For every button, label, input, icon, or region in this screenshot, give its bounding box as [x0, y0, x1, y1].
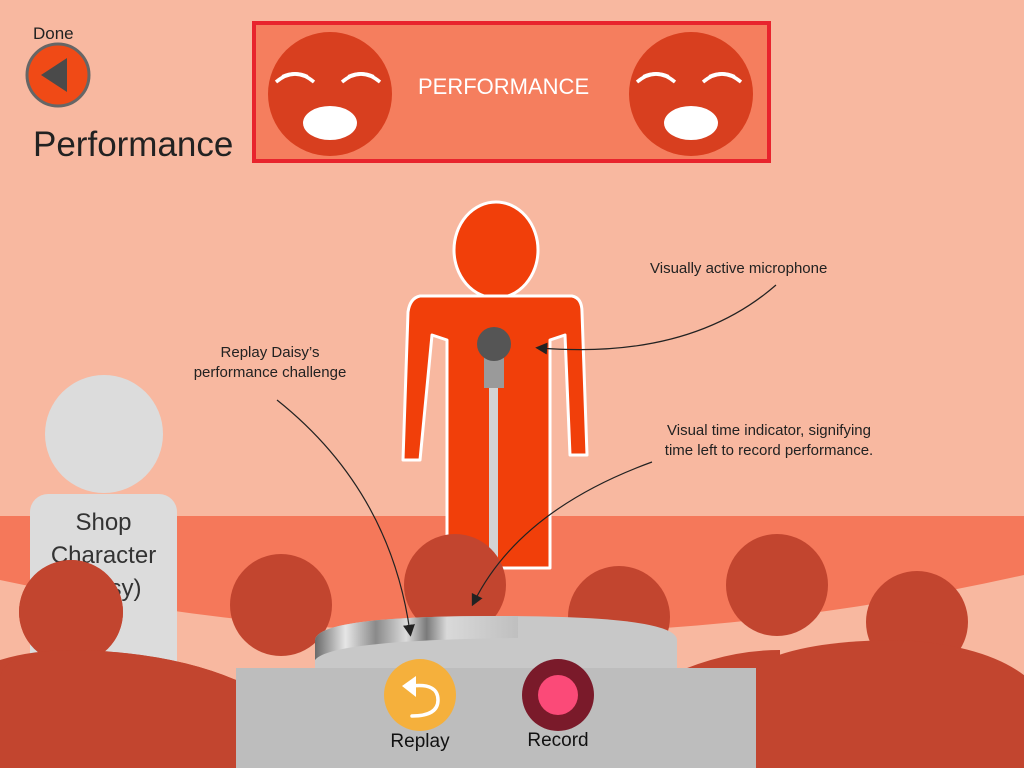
banner-title: PERFORMANCE: [418, 74, 590, 99]
microphone-annotation-arrow: [535, 284, 777, 355]
singing-face-right-icon: [629, 32, 753, 156]
replay-annotation: Replay Daisy’s performance challenge: [170, 343, 370, 383]
microphone-annotation: Visually active microphone: [650, 260, 828, 277]
replay-annotation-arrow: [276, 399, 415, 637]
timer-annotation-arrow: [471, 461, 653, 607]
control-panel: [236, 668, 756, 768]
record-dot-icon[interactable]: [538, 675, 578, 715]
replay-annotation-line1: Replay Daisy’s: [220, 344, 320, 361]
timer-annotation-line2: time left to record performance.: [664, 442, 874, 459]
replay-button[interactable]: [384, 659, 456, 731]
shop-character-label-line1: Shop: [75, 509, 132, 536]
time-indicator-ring: [315, 616, 677, 668]
back-button[interactable]: [25, 42, 91, 108]
audience-front-occluder: [0, 560, 236, 768]
replay-arrow-head-icon[interactable]: [402, 676, 416, 697]
timer-annotation-line1: Visual time indicator, signifying: [667, 422, 871, 439]
replay-button-label[interactable]: Replay: [390, 731, 450, 752]
replay-arrow-icon[interactable]: [410, 683, 440, 718]
timer-annotation: Visual time indicator, signifying time l…: [634, 421, 904, 461]
microphone-icon: [477, 327, 511, 560]
page-title: Performance: [33, 125, 234, 164]
back-arrow-icon[interactable]: [41, 58, 67, 92]
singing-face-left-icon: [268, 32, 392, 156]
record-button[interactable]: [522, 659, 594, 731]
replay-annotation-line2: performance challenge: [193, 364, 347, 381]
done-label[interactable]: Done: [33, 24, 74, 43]
record-button-label[interactable]: Record: [527, 730, 589, 751]
